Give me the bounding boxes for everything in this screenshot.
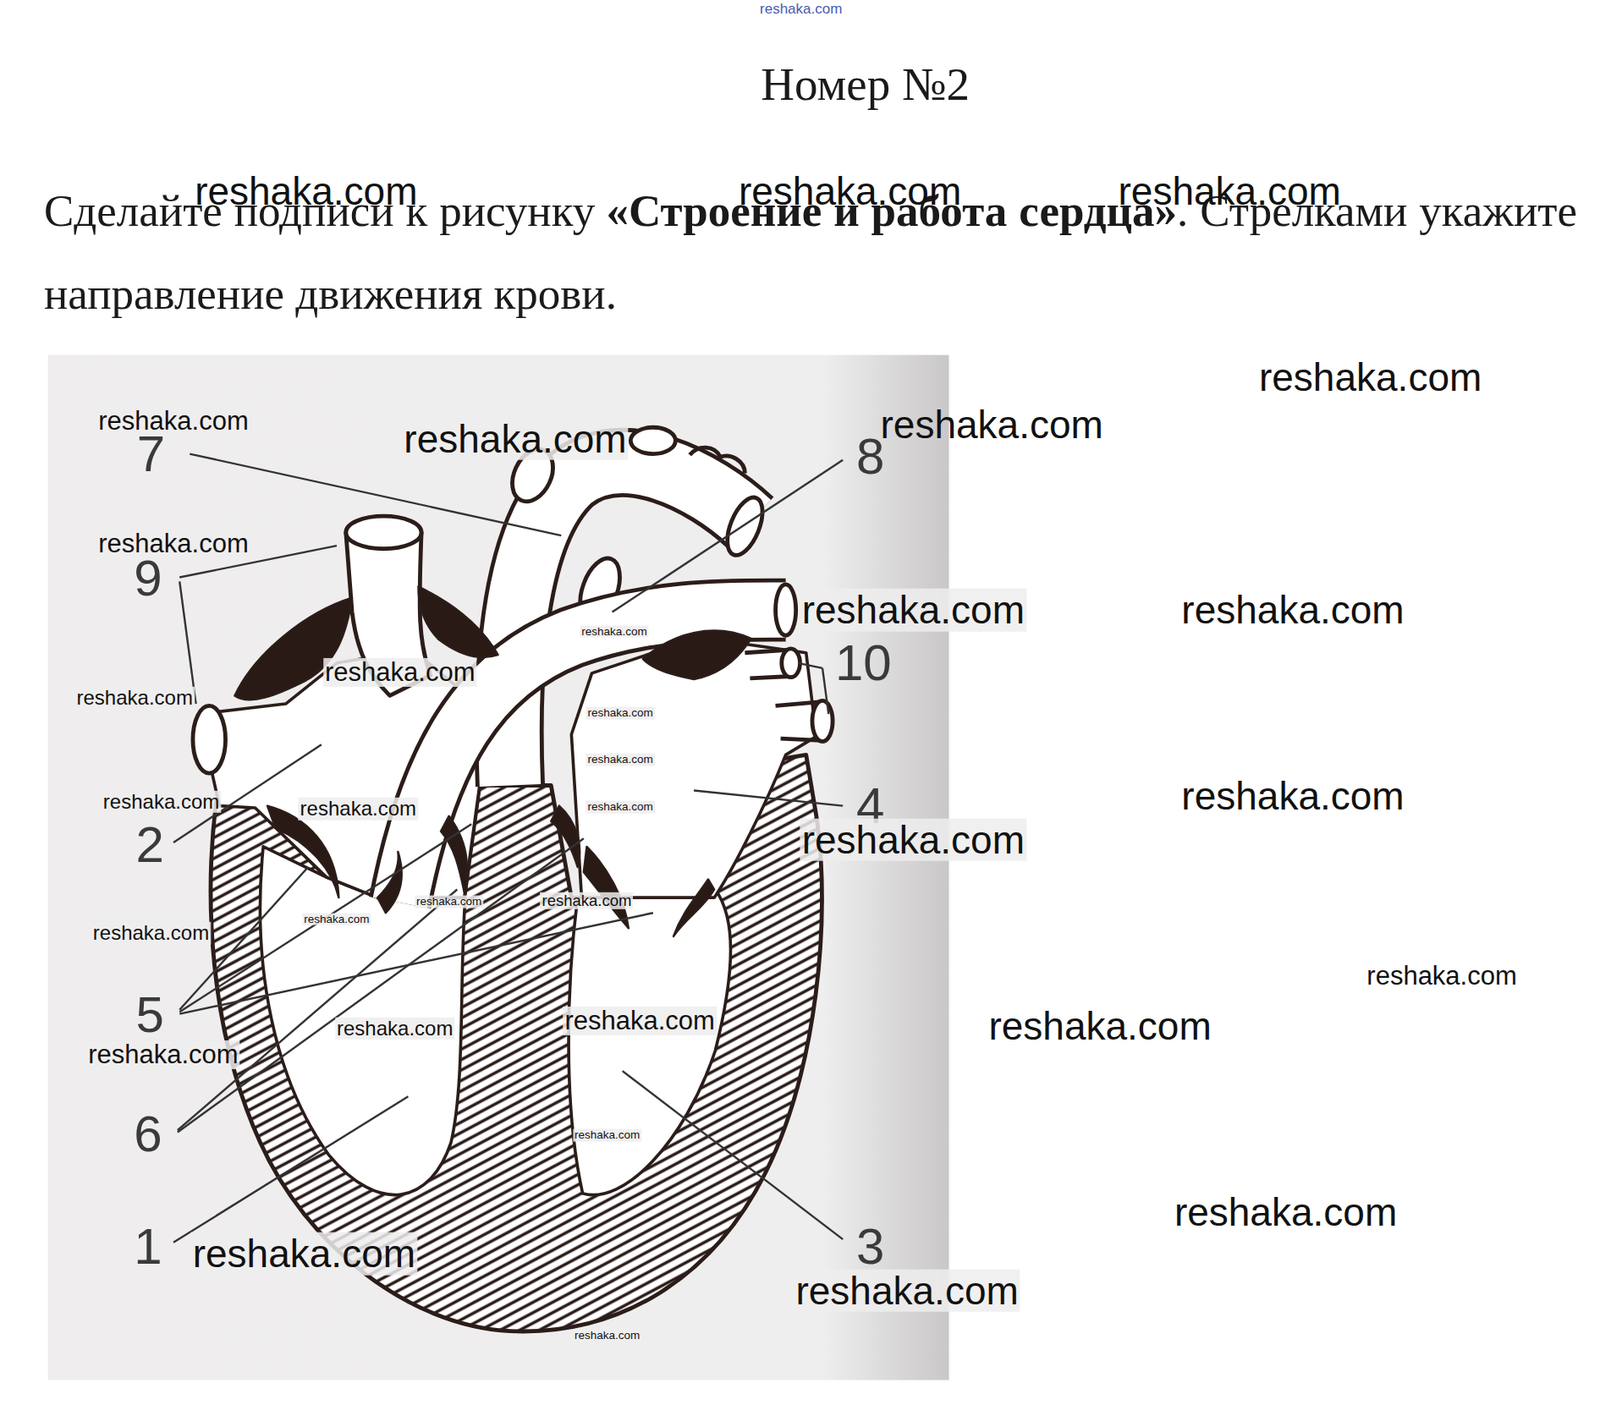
watermark: reshaka.com [986, 1005, 1213, 1049]
watermark: reshaka.com [335, 1017, 455, 1040]
watermark: reshaka.com [586, 707, 655, 721]
leader-lines [173, 454, 843, 1243]
photo-ground [48, 355, 950, 1381]
watermark: reshaka.com [793, 1269, 1020, 1313]
callout-number: 2 [136, 817, 165, 874]
watermark: reshaka.com [414, 896, 484, 909]
watermark: reshaka.com [1172, 1190, 1399, 1234]
watermark: reshaka.com [91, 922, 211, 945]
watermark: reshaka.com [539, 892, 633, 910]
heart [192, 427, 833, 1332]
watermark: reshaka.com [562, 1006, 716, 1036]
watermark: reshaka.com [800, 588, 1027, 633]
watermark: reshaka.com [298, 797, 418, 820]
watermark: reshaka.com [191, 1232, 418, 1276]
watermark: reshaka.com [586, 753, 655, 767]
watermark: reshaka.com [579, 625, 649, 638]
watermark: reshaka.com [1257, 356, 1484, 400]
callout-number: 3 [856, 1219, 885, 1276]
watermark: reshaka.com [1179, 588, 1406, 633]
watermark: reshaka.com [96, 529, 250, 559]
watermark: reshaka.com [96, 406, 250, 436]
watermark: reshaka.com [302, 912, 371, 926]
page-title: Номер №2 [760, 59, 970, 111]
watermark: reshaka.com [572, 1129, 642, 1143]
watermark: reshaka.com [879, 402, 1106, 446]
watermark: reshaka.com [101, 791, 221, 814]
watermark: reshaka.com [1364, 962, 1518, 991]
watermark: reshaka.com [586, 801, 655, 814]
watermark: reshaka.com [86, 1040, 240, 1070]
callout-number: 9 [133, 550, 162, 607]
callout-number: 6 [133, 1106, 162, 1163]
callout-number: 1 [133, 1219, 162, 1276]
watermark: reshaka.com [401, 417, 628, 461]
watermark: reshaka.com [572, 1329, 642, 1342]
callout-number: 8 [856, 428, 885, 485]
watermark: reshaka.com [800, 818, 1027, 862]
watermark: reshaka.com [736, 169, 963, 213]
watermark: reshaka.com [74, 687, 194, 710]
callout-number: 10 [835, 635, 892, 692]
watermark: reshaka.com [192, 169, 419, 213]
watermark: reshaka.com [758, 1, 844, 18]
callout-number: 5 [136, 987, 165, 1044]
watermark: reshaka.com [323, 658, 477, 688]
watermark: reshaka.com [1179, 774, 1406, 818]
watermark: reshaka.com [1116, 169, 1343, 213]
